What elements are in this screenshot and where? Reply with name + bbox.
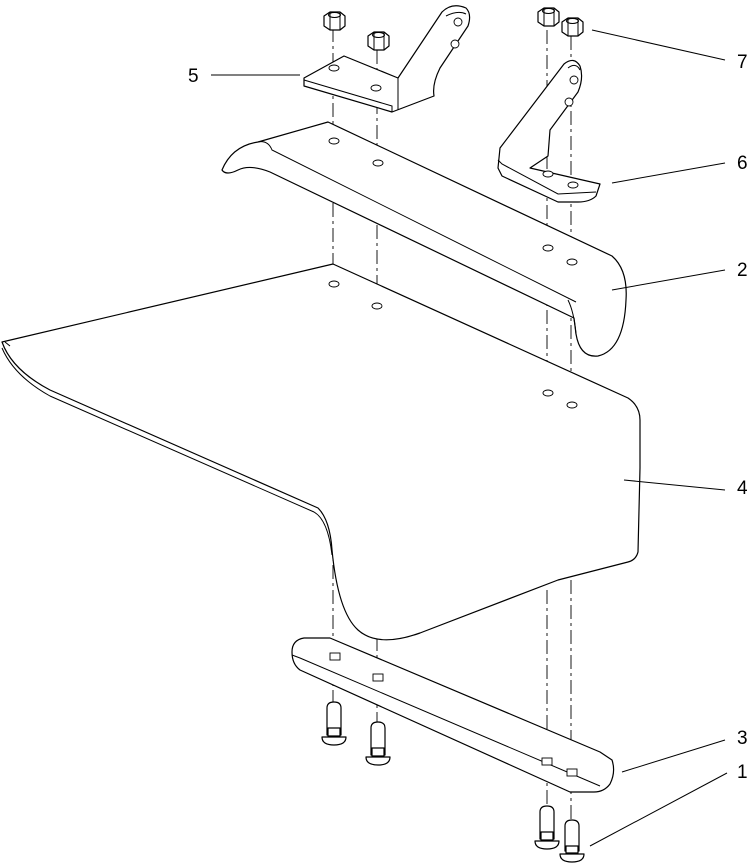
hex-nut-1 (323, 11, 346, 31)
carriage-bolt-2 (365, 721, 391, 766)
left-upright-bracket (303, 5, 471, 113)
callout-3: 3 (737, 728, 748, 749)
right-upright-bracket (497, 59, 601, 203)
lower-strap (291, 637, 615, 793)
hex-nut-4 (561, 17, 584, 37)
carriage-bolt-1 (321, 701, 347, 746)
upper-bracket (221, 121, 627, 357)
carriage-bolt-4 (559, 819, 585, 863)
callout-7: 7 (737, 52, 748, 73)
deflector-plate (1, 263, 641, 641)
carriage-bolt-3 (534, 805, 560, 850)
callout-1: 1 (737, 762, 748, 783)
leader-lines (211, 29, 728, 847)
hex-nut-2 (367, 31, 390, 51)
callout-6: 6 (737, 153, 748, 174)
callout-labels: 5 7 6 2 4 3 1 (188, 52, 748, 783)
hex-nut-3 (537, 7, 560, 27)
callout-5: 5 (188, 66, 199, 87)
callout-2: 2 (737, 260, 748, 281)
callout-4: 4 (737, 478, 748, 499)
